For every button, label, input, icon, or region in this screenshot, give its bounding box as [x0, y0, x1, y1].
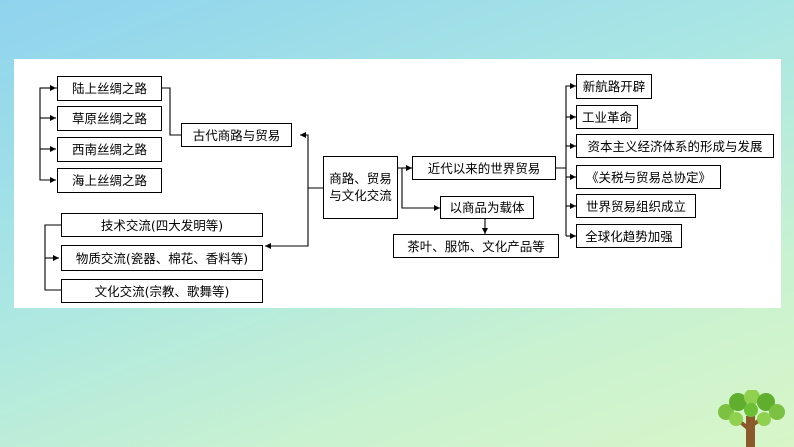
silk-road-land: 陆上丝绸之路 [57, 76, 162, 101]
connector-center-modern [398, 167, 440, 209]
ancient-routes-node: 古代商路与贸易 [181, 123, 292, 147]
center-node: 商路、贸易与文化交流 [323, 156, 398, 219]
silk-road-maritime: 海上丝绸之路 [57, 168, 162, 193]
goods-carrier-node: 以商品为载体 [440, 196, 534, 219]
tree-icon [718, 390, 785, 447]
connector-center-exchanges [265, 188, 309, 247]
modern-item-wto: 世界贸易组织成立 [576, 194, 696, 218]
modern-item-capitalist-system: 资本主义经济体系的形成与发展 [576, 134, 774, 158]
exchange-technology: 技术交流(四大发明等) [61, 213, 263, 237]
modern-item-new-routes: 新航路开辟 [576, 74, 652, 99]
modern-item-globalization: 全球化趋势加强 [576, 224, 682, 248]
connector-modern-list [556, 85, 576, 169]
modern-item-industrial-revolution: 工业革命 [576, 105, 638, 129]
exchange-material: 物质交流(瓷器、棉花、香料等) [61, 245, 263, 271]
connector-silk-bracket [39, 87, 181, 181]
modern-trade-node: 近代以来的世界贸易 [412, 156, 556, 180]
silk-road-southwest: 西南丝绸之路 [57, 137, 162, 162]
goods-examples-node: 茶叶、服饰、文化产品等 [393, 234, 559, 258]
exchange-culture: 文化交流(宗教、歌舞等) [61, 279, 263, 303]
connector-center-ancient [300, 134, 323, 189]
modern-item-gatt: 《关税与贸易总协定》 [576, 165, 721, 189]
silk-road-steppe: 草原丝绸之路 [57, 106, 162, 131]
